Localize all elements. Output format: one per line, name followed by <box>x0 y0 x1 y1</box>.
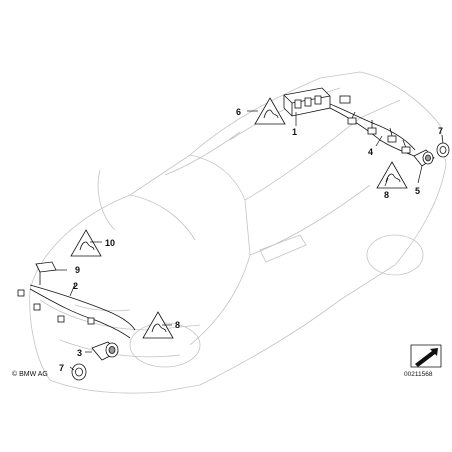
warning-triangle-icon <box>254 97 286 125</box>
callout-2: 2 <box>73 281 78 291</box>
control-unit-part <box>283 87 331 117</box>
callout-10: 10 <box>105 238 115 248</box>
callout-3: 3 <box>77 348 82 358</box>
copyright-text: © BMW AG <box>12 371 48 378</box>
rear-wiring-harness-part <box>329 95 416 157</box>
diagram-reference-number: 00211568 <box>404 371 433 378</box>
front-control-unit-part <box>35 261 57 273</box>
rear-ultrasonic-sensor-part <box>413 149 435 167</box>
direction-arrow-icon <box>410 344 442 368</box>
leader-lines <box>56 110 444 371</box>
callout-8: 8 <box>175 320 180 330</box>
rear-sensor-ring-part <box>436 142 450 158</box>
callout-9: 9 <box>75 265 80 275</box>
warning-triangle-icon <box>70 229 102 257</box>
warning-triangle-icon <box>376 161 408 189</box>
callout-5: 5 <box>415 186 420 196</box>
front-wiring-harness-part <box>17 272 136 339</box>
callout-8: 8 <box>384 190 389 200</box>
callout-7: 7 <box>438 126 443 136</box>
vehicle-outline <box>29 71 447 394</box>
callout-4: 4 <box>368 147 373 157</box>
front-ultrasonic-sensor-part <box>91 341 119 361</box>
front-sensor-ring-part <box>71 363 87 381</box>
callout-6: 6 <box>236 107 241 117</box>
callout-1: 1 <box>292 127 297 137</box>
callout-7: 7 <box>59 363 64 373</box>
